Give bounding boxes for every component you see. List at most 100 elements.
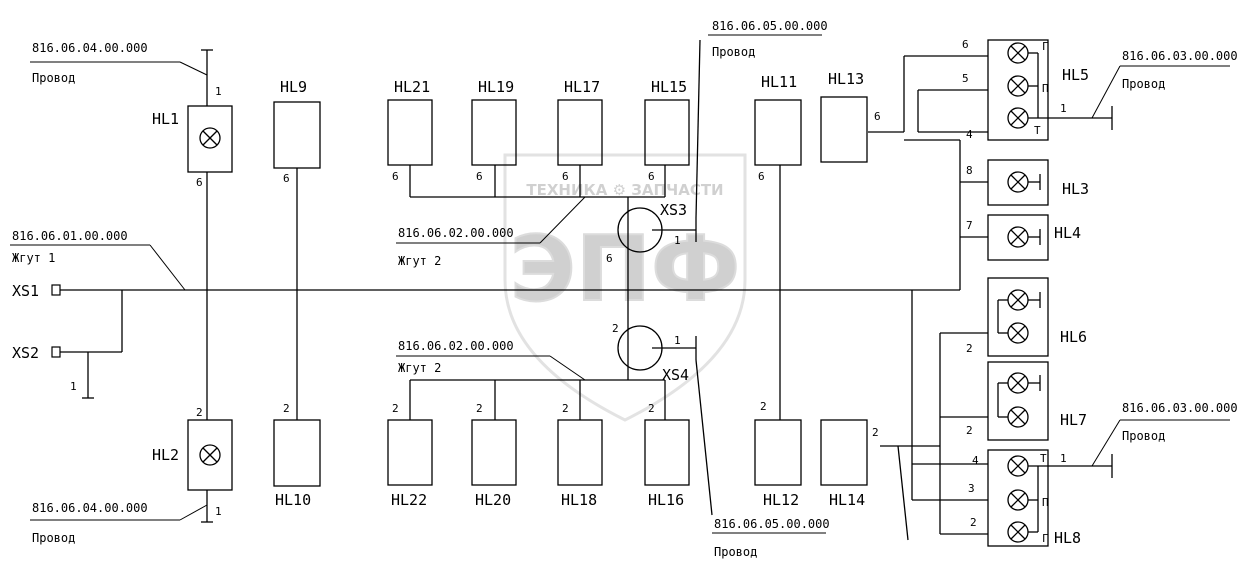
hl2-box bbox=[187, 419, 233, 491]
hl4-box bbox=[987, 214, 1049, 261]
label-hl15: HL15 bbox=[651, 78, 687, 96]
label-hl17: HL17 bbox=[564, 78, 600, 96]
bulb-icon bbox=[199, 444, 221, 466]
pin-letter: Т bbox=[1034, 124, 1041, 137]
label-hl8: HL8 bbox=[1054, 529, 1081, 547]
ref-harness1-name: Жгут 1 bbox=[12, 251, 55, 265]
hl3-box bbox=[987, 159, 1049, 206]
hl22-box bbox=[387, 419, 433, 486]
hl11-box bbox=[754, 99, 802, 166]
pin-number: 6 bbox=[874, 110, 881, 123]
bulb-icon bbox=[1007, 521, 1029, 543]
label-xs3: XS3 bbox=[660, 201, 687, 219]
bulb-icon bbox=[1007, 289, 1029, 311]
label-hl13: HL13 bbox=[828, 70, 864, 88]
label-hl12: HL12 bbox=[763, 491, 799, 509]
xs1-socket-icon bbox=[51, 284, 61, 296]
pin-number: 2 bbox=[476, 402, 483, 415]
bulb-icon bbox=[1007, 406, 1029, 428]
ref-harness1-code: 816.06.01.00.000 bbox=[12, 229, 128, 243]
ref-wire-bottom-left-code: 816.06.04.00.000 bbox=[32, 501, 148, 515]
pin-number: 6 bbox=[758, 170, 765, 183]
pin-number: 2 bbox=[562, 402, 569, 415]
label-hl22: HL22 bbox=[391, 491, 427, 509]
bulb-symbols bbox=[199, 42, 1113, 543]
pin-number: 1 bbox=[70, 380, 77, 393]
label-hl19: HL19 bbox=[478, 78, 514, 96]
pin-number: 6 bbox=[196, 176, 203, 189]
pin-number: 6 bbox=[283, 172, 290, 185]
pin-number: 2 bbox=[196, 406, 203, 419]
pin-number: 2 bbox=[612, 322, 619, 335]
lamp-boxes bbox=[187, 39, 1049, 547]
pin-number: 2 bbox=[283, 402, 290, 415]
pin-letter: П bbox=[1042, 496, 1049, 509]
label-hl6: HL6 bbox=[1060, 328, 1087, 346]
leaders bbox=[10, 34, 1230, 534]
hl1-box bbox=[187, 105, 233, 173]
ref-wire-bottom-mid-code: 816.06.05.00.000 bbox=[714, 517, 830, 531]
label-xs4: XS4 bbox=[662, 366, 689, 384]
hl16-box bbox=[644, 419, 690, 486]
pin-numbers: 1 6 2 1 6 2 6 6 6 6 6 6 6 1 2 1 2 2 2 2 … bbox=[70, 38, 1067, 545]
label-hl9: HL9 bbox=[280, 78, 307, 96]
pin-number: 2 bbox=[872, 426, 879, 439]
label-xs1: XS1 bbox=[12, 282, 39, 300]
watermark-logo: ЭПФ bbox=[510, 217, 741, 322]
label-hl5: HL5 bbox=[1062, 66, 1089, 84]
xs2-socket-icon bbox=[51, 346, 61, 358]
pin-number: 6 bbox=[606, 252, 613, 265]
ref-harness2a-name: Жгут 2 bbox=[398, 254, 441, 268]
ref-harness2b-code: 816.06.02.00.000 bbox=[398, 339, 514, 353]
hl7-box bbox=[987, 361, 1049, 441]
pin-number: 2 bbox=[648, 402, 655, 415]
pin-number: 1 bbox=[1060, 102, 1067, 115]
ref-harness2b-name: Жгут 2 bbox=[398, 361, 441, 375]
label-hl4: HL4 bbox=[1054, 224, 1081, 242]
label-hl3: HL3 bbox=[1062, 180, 1089, 198]
bulb-icon bbox=[1007, 42, 1029, 64]
ref-wire-hl8-name: Провод bbox=[1122, 429, 1165, 443]
ref-wire-top-mid-code: 816.06.05.00.000 bbox=[712, 19, 828, 33]
hl10-box bbox=[273, 419, 321, 487]
hl9-box bbox=[273, 101, 321, 169]
pin-number: 4 bbox=[966, 128, 973, 141]
hl8-box bbox=[987, 449, 1049, 547]
bulb-icon bbox=[1007, 489, 1029, 511]
main-harness bbox=[60, 55, 988, 541]
label-hl2: HL2 bbox=[152, 446, 179, 464]
label-hl20: HL20 bbox=[475, 491, 511, 509]
label-hl14: HL14 bbox=[829, 491, 865, 509]
hl14-box bbox=[820, 419, 868, 486]
device-labels: HL1 HL2 HL9 HL10 HL21 HL19 HL17 HL15 HL1… bbox=[12, 66, 1089, 547]
label-hl11: HL11 bbox=[761, 73, 797, 91]
ref-wire-bottom-left-name: Провод bbox=[32, 531, 75, 545]
hl20-box bbox=[471, 419, 517, 486]
label-hl1: HL1 bbox=[152, 110, 179, 128]
bulb-icon bbox=[199, 127, 221, 149]
watermark: ТЕХНИКА ⚙ ЗАПЧАСТИ ЭПФ bbox=[503, 153, 747, 422]
ref-wire-top-left-code: 816.06.04.00.000 bbox=[32, 41, 148, 55]
hl18-box bbox=[557, 419, 603, 486]
vertical-branches bbox=[201, 39, 781, 523]
pin-number: 1 bbox=[674, 334, 681, 347]
pin-number: 5 bbox=[962, 72, 969, 85]
hl13-box bbox=[820, 96, 868, 163]
pin-number: 6 bbox=[392, 170, 399, 183]
bulb-icon bbox=[1007, 372, 1029, 394]
pin-number: 7 bbox=[966, 219, 973, 232]
bulb-icon bbox=[1007, 171, 1029, 193]
bulb-icon bbox=[1007, 226, 1029, 248]
pin-number: 1 bbox=[674, 234, 681, 247]
hl5-box bbox=[987, 39, 1049, 141]
pin-letter: Т bbox=[1040, 452, 1047, 465]
ref-wire-top-mid-name: Провод bbox=[712, 45, 755, 59]
label-hl10: HL10 bbox=[275, 491, 311, 509]
sockets bbox=[51, 284, 61, 358]
pin-number: 6 bbox=[562, 170, 569, 183]
ref-wire-hl5-code: 816.06.03.00.000 bbox=[1122, 49, 1238, 63]
reference-callouts: 816.06.04.00.000 Провод 816.06.04.00.000… bbox=[12, 19, 1238, 559]
pin-number: 2 bbox=[392, 402, 399, 415]
